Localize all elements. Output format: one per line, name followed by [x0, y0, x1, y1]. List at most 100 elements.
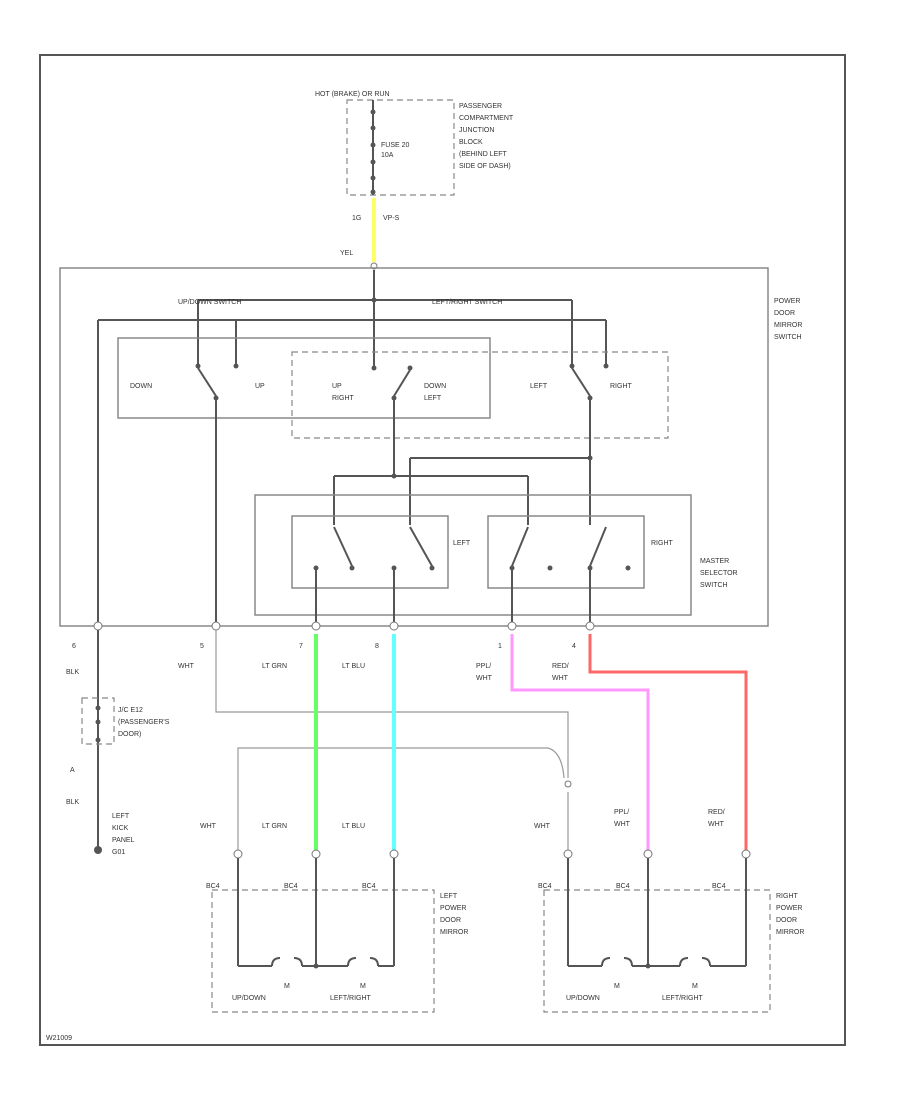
left-mirror-name-1: LEFT — [440, 893, 458, 900]
pin-color-4a: RED/ — [552, 663, 569, 670]
side-contact-1 — [569, 363, 575, 369]
right-motor-symbol-1: M — [614, 983, 620, 990]
left-mirror-outline — [211, 889, 435, 1013]
label-down-left-1: DOWN — [424, 383, 446, 390]
right-wire-3a: RED/ — [708, 809, 725, 816]
left-wire-1: WHT — [200, 823, 217, 830]
pin-color-4b: WHT — [552, 675, 569, 682]
ground-path: J/C E12 (PASSENGER'S DOOR) A BLK LEFT KI… — [66, 630, 170, 856]
left-terminal-3 — [389, 849, 399, 859]
fuse-node-5 — [370, 175, 376, 181]
left-motor-symbol-2: M — [360, 983, 366, 990]
ground-connector-node-1 — [95, 705, 101, 711]
right-terminal-2 — [643, 849, 653, 859]
fuse-pin: 1G — [352, 215, 361, 222]
right-wire-3b: WHT — [708, 821, 725, 828]
route-lr-node — [391, 473, 397, 479]
pin-num-4: 4 — [572, 643, 576, 650]
ground-location-2: KICK — [112, 825, 129, 832]
ground-wire-color: BLK — [66, 799, 80, 806]
junction-desc-2: COMPARTMENT — [459, 115, 514, 122]
junction-desc-3: JUNCTION — [459, 127, 494, 134]
fuse-label: FUSE 20 — [381, 142, 410, 149]
switch-name-1: POWER — [774, 298, 800, 305]
left-motor-node — [313, 963, 319, 969]
feed-wire-color: YEL — [340, 250, 353, 257]
right-mirror-name-4: MIRROR — [776, 929, 804, 936]
junction-desc-1: PASSENGER — [459, 103, 502, 110]
side-switch-blade — [571, 367, 591, 397]
sel-blade-4 — [589, 526, 607, 567]
lr-switch-blade — [393, 369, 411, 397]
selector-right-label: RIGHT — [651, 540, 674, 547]
fuse-block-header: HOT (BRAKE) OR RUN — [315, 91, 390, 98]
ground-location-1: LEFT — [112, 813, 130, 820]
pin-num-8: 8 — [375, 643, 379, 650]
selector-name-1: MASTER — [700, 558, 729, 565]
pin-num-1: 1 — [498, 643, 502, 650]
footer-code: W21009 — [46, 1035, 72, 1042]
label-left: LEFT — [530, 383, 548, 390]
fuse-node-4 — [370, 159, 376, 165]
left-connector-3: BC4 — [362, 883, 376, 890]
left-wire-2: LT GRN — [262, 823, 287, 830]
junction-desc-4: BLOCK — [459, 139, 483, 146]
pin-color-6: BLK — [66, 669, 80, 676]
route-side-node — [587, 455, 593, 461]
right-terminal-1 — [563, 849, 573, 859]
fuse-node-1 — [370, 109, 376, 115]
sel-contact-6 — [547, 565, 553, 571]
right-power-door-mirror: WHT PPL/ WHT RED/ WHT BC4 BC4 BC4 RIGHT … — [534, 809, 804, 1013]
label-up-right-2: RIGHT — [332, 395, 355, 402]
left-mirror-name-4: MIRROR — [440, 929, 468, 936]
side-contact-2 — [603, 363, 609, 369]
junction-desc-6: SIDE OF DASH) — [459, 163, 511, 170]
label-right: RIGHT — [610, 383, 633, 390]
right-mirror-name-2: POWER — [776, 905, 802, 912]
sel-blade-1 — [333, 526, 353, 567]
switch-connector-pins: 6 5 7 8 1 4 BLK WHT LT GRN LT BLU PPL/ W… — [66, 621, 595, 682]
ground-connector-1: J/C E12 — [118, 707, 143, 714]
pin-color-1a: PPL/ — [476, 663, 491, 670]
left-terminal-1 — [233, 849, 243, 859]
switch-name-3: MIRROR — [774, 322, 802, 329]
left-mirror-name-2: POWER — [440, 905, 466, 912]
label-down-left-2: LEFT — [424, 395, 442, 402]
left-wire-3: LT BLU — [342, 823, 365, 830]
left-right-switch-box — [291, 351, 669, 439]
left-terminal-2 — [311, 849, 321, 859]
pin-terminal-7 — [311, 621, 321, 631]
selector-name-2: SELECTOR — [700, 570, 738, 577]
right-motor-ud — [601, 957, 633, 967]
sel-contact-2 — [349, 565, 355, 571]
fuse-node-2 — [370, 125, 376, 131]
left-motor-label-1: UP/DOWN — [232, 995, 266, 1002]
left-connector-2: BC4 — [284, 883, 298, 890]
sel-contact-4 — [429, 565, 435, 571]
label-up: UP — [255, 383, 265, 390]
right-mirror-name-1: RIGHT — [776, 893, 799, 900]
pin-terminal-5 — [211, 621, 221, 631]
fuse-node-3 — [370, 142, 376, 148]
left-motor-label-2: LEFT/RIGHT — [330, 995, 372, 1002]
pin-num-5: 5 — [200, 643, 204, 650]
pin-color-5: WHT — [178, 663, 195, 670]
sel-contact-8 — [625, 565, 631, 571]
ud-switch-blade — [197, 367, 217, 397]
left-power-door-mirror: WHT LT GRN LT BLU BC4 BC4 BC4 LEFT POWER… — [200, 823, 468, 1013]
pin-color-1b: WHT — [476, 675, 493, 682]
fuse-pin-label: VP-S — [383, 215, 400, 222]
up-down-switch-label: UP/DOWN SWITCH — [178, 299, 241, 306]
pin-num-7: 7 — [299, 643, 303, 650]
ground-connector-outline — [81, 697, 115, 745]
left-connector-1: BC4 — [206, 883, 220, 890]
pin-terminal-1 — [507, 621, 517, 631]
right-motor-node — [645, 963, 651, 969]
fuse-rating: 10A — [381, 152, 394, 159]
power-door-mirror-switch: POWER DOOR MIRROR SWITCH UP/DOWN SWITCH … — [59, 267, 802, 627]
left-motor-lr — [347, 957, 379, 967]
ud-contact-1 — [195, 363, 201, 369]
red-wht-wire — [588, 634, 748, 852]
ud-contact-2 — [233, 363, 239, 369]
